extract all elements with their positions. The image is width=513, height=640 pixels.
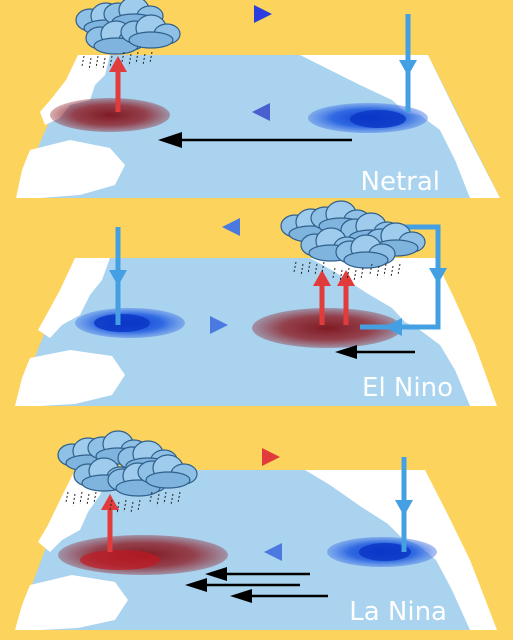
land-australia <box>15 575 128 630</box>
storm-cloud-icon <box>280 200 426 269</box>
arrow-icon <box>384 318 402 336</box>
panel-el-nino: El Nino <box>15 200 497 406</box>
arrow-icon <box>254 5 272 23</box>
trade-wind-arrow <box>230 589 328 603</box>
arrow-icon <box>262 448 280 466</box>
land-americas <box>310 258 497 406</box>
land-americas <box>300 55 500 198</box>
arrow-icon <box>264 543 282 561</box>
land-australia <box>16 140 125 198</box>
arrow-icon <box>222 218 240 236</box>
trade-wind-arrow <box>205 567 310 581</box>
storm-cloud-icon <box>75 0 181 55</box>
circulation-rise <box>319 280 349 325</box>
arrow-icon <box>395 500 413 516</box>
arrow-icon <box>337 270 355 286</box>
panel-la-nina: La Nina <box>15 430 497 630</box>
land-asia <box>38 470 108 552</box>
arrow-icon <box>101 494 119 510</box>
trade-wind-arrow <box>335 345 415 359</box>
panel-label: Netral <box>361 167 441 197</box>
arrow-icon <box>313 270 331 286</box>
arrow-icon <box>252 103 270 121</box>
arrow-icon <box>109 270 127 286</box>
trade-wind-arrow <box>185 578 300 592</box>
arrow-icon <box>399 60 417 76</box>
land-australia <box>15 350 125 406</box>
warm-pool <box>252 308 402 348</box>
panel-label: El Nino <box>362 373 453 403</box>
panel-label: La Nina <box>349 597 447 627</box>
land-asia <box>38 258 110 338</box>
arrow-icon <box>429 268 447 284</box>
panel-netral: Netral <box>16 0 500 198</box>
arrow-icon <box>210 316 228 334</box>
trade-wind-arrow <box>158 132 352 148</box>
warm-pool <box>50 98 170 132</box>
arrow-icon <box>109 56 127 72</box>
